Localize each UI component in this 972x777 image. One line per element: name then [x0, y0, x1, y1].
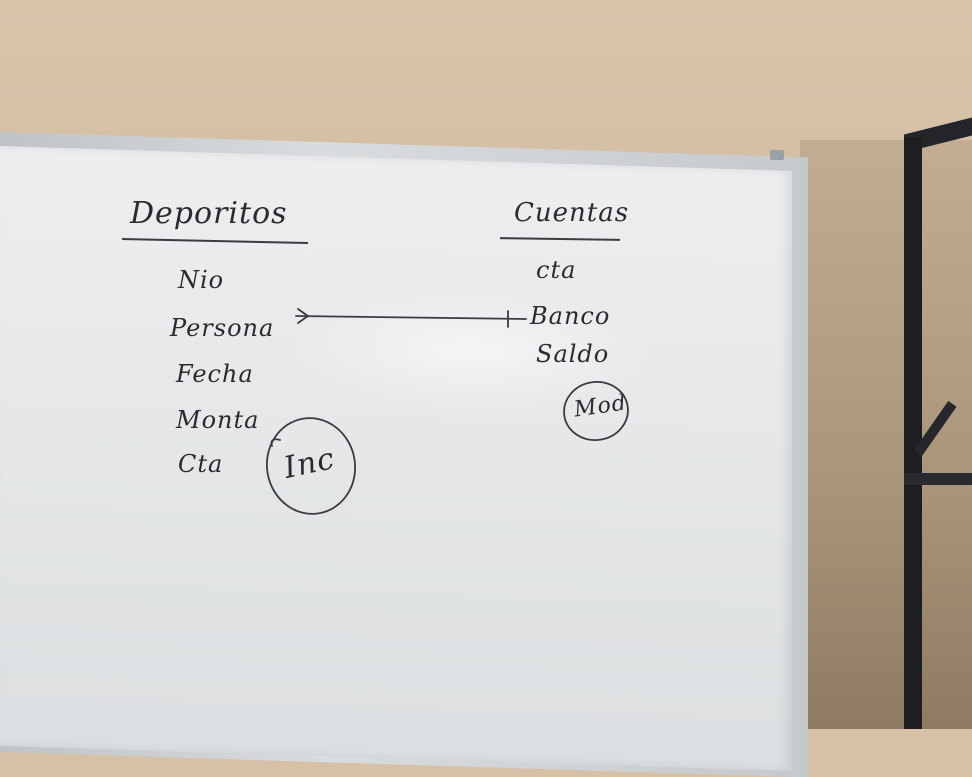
right-field-banco: Banco	[530, 302, 611, 330]
left-field-persona: Persona	[170, 314, 275, 342]
wall-shadow	[800, 140, 972, 729]
left-field-nio: Nio	[178, 266, 225, 294]
shelf-mid-bar	[904, 473, 972, 485]
metal-shelf	[904, 108, 972, 729]
left-field-cta: Cta	[178, 450, 224, 478]
right-table-title: Cuentas	[514, 198, 630, 228]
frame-corner-cap	[770, 150, 784, 160]
whiteboard-surface	[0, 146, 792, 771]
left-table-title: Deporitos	[130, 196, 288, 231]
shelf-post	[904, 138, 922, 729]
right-field-cta: cta	[536, 256, 577, 284]
right-field-saldo: Saldo	[536, 340, 610, 368]
left-field-monta: Monta	[176, 406, 260, 434]
left-field-fecha: Fecha	[176, 360, 254, 388]
